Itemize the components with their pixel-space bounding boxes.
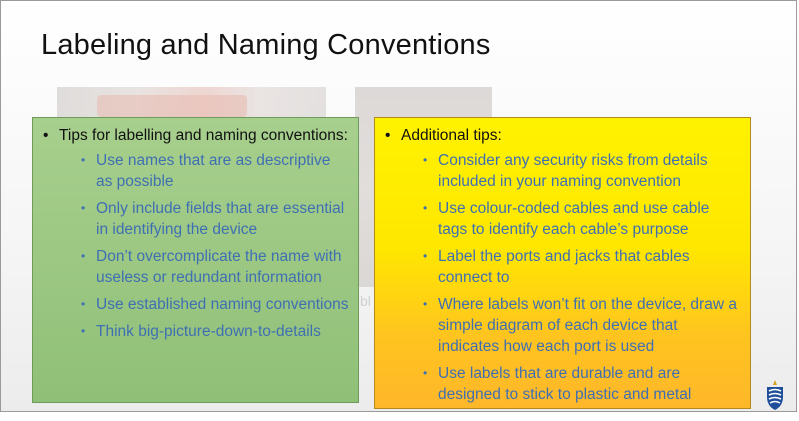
- list-item-text: Think big-picture-down-to-details: [96, 323, 321, 340]
- list-item: • Where labels won’t fit on the device, d…: [383, 294, 742, 357]
- list-item-text: Use established naming conventions: [96, 296, 349, 313]
- bullet: •: [81, 324, 86, 338]
- additional-tips-list: • Consider any security risks from detail…: [383, 150, 742, 405]
- additional-tips-heading-text: Additional tips:: [401, 127, 502, 144]
- list-item: • Use colour-coded cables and use cable t…: [383, 198, 742, 240]
- additional-tips-heading: • Additional tips:: [383, 126, 742, 146]
- list-item-text: Consider any security risks from details…: [438, 152, 708, 190]
- list-item-text: Use names that are as descriptive as pos…: [96, 152, 331, 190]
- list-item-text: Label the ports and jacks that cables co…: [438, 248, 690, 286]
- bullet: •: [423, 366, 428, 380]
- list-item: • Use names that are as descriptive as po…: [41, 150, 350, 192]
- bullet: •: [81, 201, 86, 215]
- bullet: •: [81, 297, 86, 311]
- list-item: • Use established naming conventions: [41, 294, 350, 315]
- list-item-text: Use colour-coded cables and use cable ta…: [438, 200, 710, 238]
- list-item: • Don’t overcomplicate the name with usel…: [41, 246, 350, 288]
- tips-box: • Tips for labelling and naming conventi…: [32, 117, 359, 403]
- bullet: •: [423, 153, 428, 167]
- list-item: • Consider any security risks from detail…: [383, 150, 742, 192]
- list-item-text: Use labels that are durable and are desi…: [438, 365, 692, 403]
- list-item: • Think big-picture-down-to-details: [41, 321, 350, 342]
- bullet: •: [385, 127, 391, 144]
- bullet: •: [423, 297, 428, 311]
- list-item: • Only include fields that are essential …: [41, 198, 350, 240]
- bullet: •: [423, 201, 428, 215]
- list-item: • Label the ports and jacks that cables c…: [383, 246, 742, 288]
- bullet: •: [81, 153, 86, 167]
- university-shield-icon: [767, 380, 783, 410]
- bullet: •: [81, 249, 86, 263]
- additional-tips-box: • Additional tips: • Consider any securit…: [374, 117, 751, 409]
- tips-list: • Use names that are as descriptive as po…: [41, 150, 350, 342]
- bullet: •: [43, 127, 49, 144]
- list-item-text: Only include fields that are essential i…: [96, 200, 345, 238]
- tips-heading-text: Tips for labelling and naming convention…: [59, 127, 348, 144]
- faded-background-text: bl: [360, 293, 371, 309]
- list-item: • Use labels that are durable and are des…: [383, 363, 742, 405]
- slide: Labeling and Naming Conventions bl • Tip…: [0, 0, 797, 412]
- list-item-text: Don’t overcomplicate the name with usele…: [96, 248, 342, 286]
- slide-title: Labeling and Naming Conventions: [41, 29, 491, 61]
- tips-heading: • Tips for labelling and naming conventi…: [41, 126, 350, 146]
- bullet: •: [423, 249, 428, 263]
- list-item-text: Where labels won’t fit on the device, dr…: [438, 296, 737, 355]
